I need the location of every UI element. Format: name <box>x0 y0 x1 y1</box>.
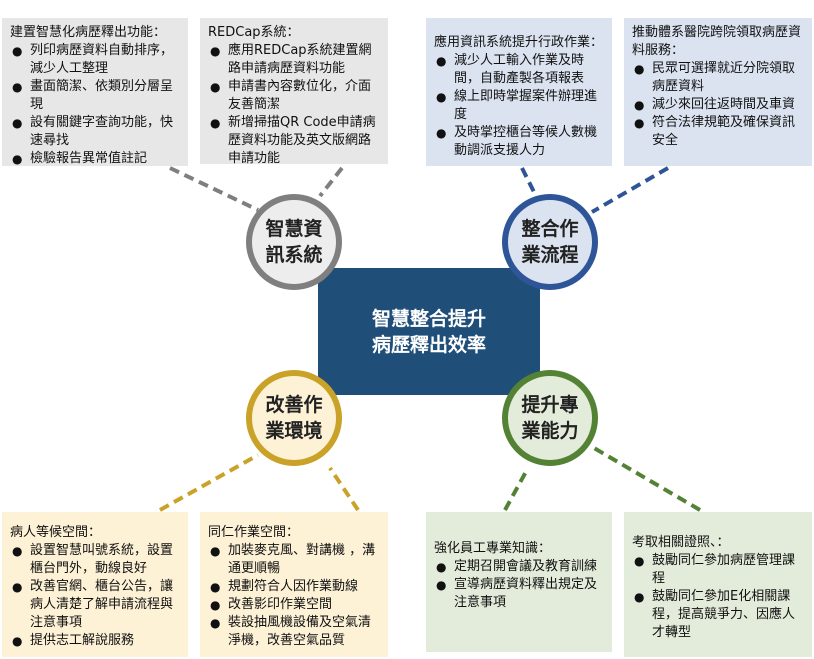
list-item: 鼓勵同仁參加E化相關課程，提高競爭力、因應人才轉型 <box>632 588 804 642</box>
connector-line <box>503 467 530 511</box>
list-item: 設置智慧叫號系統，設置櫃台門外，動線良好 <box>10 542 180 578</box>
list-item: 線上即時掌握案件辦理進度 <box>434 88 604 124</box>
info-box-staff-workspace: 同仁作業空間： 加裝麥克風、對講機 ，溝通更順暢規劃符合人因作業動線改善影印作業… <box>200 512 388 657</box>
box-title: 病人等候空間： <box>10 525 102 540</box>
info-box-smart-release: 建置智慧化病歷釋出功能： 列印病歷資料自動排序，減少人工整理畫面簡潔、依類別分層… <box>2 18 188 168</box>
circle-label: 整合作業流程 <box>521 218 579 266</box>
info-box-patient-waiting: 病人等候空間： 設置智慧叫號系統，設置櫃台門外，動線良好改善官網、櫃台公告，讓病… <box>2 512 188 657</box>
box-title: 推動體系醫院跨院領取病歷資料服務： <box>632 25 802 58</box>
list-item: 規劃符合人因作業動線 <box>208 578 380 596</box>
circle-improve-environment: 改善作業環境 <box>246 370 342 466</box>
info-box-admin: 應用資訊系統提升行政作業： 減少人工輸入作業及時間，自動產製各項報表線上即時掌握… <box>426 18 612 166</box>
list-item: 改善官網、櫃台公告，讓病人清楚了解申請流程與注意事項 <box>10 578 180 632</box>
connector-line <box>318 166 344 198</box>
box-title: 同仁作業空間： <box>208 525 300 540</box>
list-item: 裝設抽風機設備及空氣清淨機，改善空氣品質 <box>208 614 380 650</box>
list-item: 提供志工解說服務 <box>10 632 180 650</box>
list-item: 改善影印作業空間 <box>208 596 380 614</box>
list-item: 列印病歷資料自動排序，減少人工整理 <box>10 42 180 78</box>
info-box-cross-hospital: 推動體系醫院跨院領取病歷資料服務： 民眾可選擇就近分院領取病歷資料減少來回往返時… <box>624 18 812 166</box>
list-item: 定期召開會議及教育訓練 <box>434 558 604 576</box>
connector-line <box>590 166 670 214</box>
list-item: 鼓勵同仁參加病歷管理課程 <box>632 552 804 588</box>
list-item: 民眾可選擇就近分院領取病歷資料 <box>632 60 804 96</box>
central-goal: 智慧整合提升病歷釋出效率 <box>318 268 540 395</box>
list-item: 符合法律規範及確保資訊安全 <box>632 114 804 150</box>
circle-label: 改善作業環境 <box>265 394 323 442</box>
circle-professional-skills: 提升專業能力 <box>502 370 598 466</box>
central-goal-label: 智慧整合提升病歷釋出效率 <box>371 307 486 356</box>
list-item: 減少人工輸入作業及時間，自動產製各項報表 <box>434 52 604 88</box>
list-item: 檢驗報告異常值註記 <box>10 150 180 168</box>
info-box-certification: 考取相關證照、： 鼓勵同仁參加病歷管理課程鼓勵同仁參加E化相關課程，提高競爭力、… <box>624 512 812 657</box>
circle-smart-info-system: 智慧資訊系統 <box>246 194 342 290</box>
circle-label: 提升專業能力 <box>521 394 579 442</box>
info-box-redcap: REDCap系統： 應用REDCap系統建置網路申請病歷資料功能申請書內容數位化… <box>200 18 388 166</box>
connector-line <box>169 166 259 212</box>
list-item: 應用REDCap系統建置網路申請病歷資料功能 <box>208 42 380 78</box>
list-item: 宣導病歷資料釋出規定及注意事項 <box>434 576 604 612</box>
box-title: REDCap系統： <box>208 25 300 40</box>
connector-line <box>520 167 538 197</box>
circle-label: 智慧資訊系統 <box>265 218 323 266</box>
circle-integrated-workflow: 整合作業流程 <box>502 194 598 290</box>
list-item: 及時掌控櫃台等候人數機動調派支援人力 <box>434 124 604 160</box>
box-title: 考取相關證照、： <box>632 535 730 550</box>
box-title: 強化員工專業知識： <box>434 541 552 556</box>
list-item: 畫面簡潔、依類別分層呈現 <box>10 78 180 114</box>
box-title: 應用資訊系統提升行政作業： <box>434 35 604 50</box>
list-item: 減少來回往返時間及車資 <box>632 96 804 114</box>
list-item: 申請書內容數位化，介面友善簡潔 <box>208 78 380 114</box>
box-title: 建置智慧化病歷釋出功能： <box>10 25 167 40</box>
connector-line <box>159 453 259 512</box>
info-box-staff-knowledge: 強化員工專業知識： 定期召開會議及教育訓練宣導病歷資料釋出規定及注意事項 <box>426 512 612 652</box>
list-item: 新增掃描QR Code申請病歷資料功能及英文版網路申請功能 <box>208 114 380 168</box>
list-item: 加裝麥克風、對講機 ，溝通更順暢 <box>208 542 380 578</box>
connector-line <box>328 466 360 512</box>
connector-line <box>592 446 702 512</box>
list-item: 設有關鍵字查詢功能，快速尋找 <box>10 114 180 150</box>
